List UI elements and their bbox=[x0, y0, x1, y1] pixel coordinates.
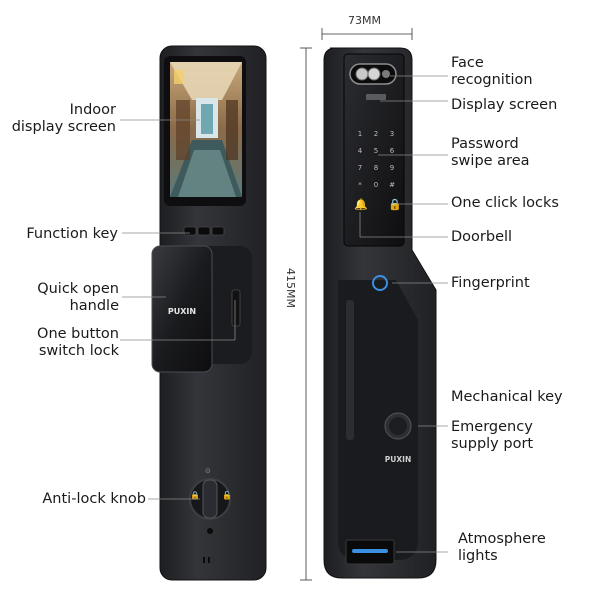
keypad-key: 6 bbox=[390, 147, 395, 155]
outdoor-unit: 1 2 3 4 5 6 7 8 9 * 0 # 🔔 🔒 PUXIN bbox=[323, 47, 437, 579]
brand-logo-handle: PUXIN bbox=[168, 307, 196, 316]
mechanical-key-cover bbox=[384, 412, 412, 440]
keypad-key: 3 bbox=[390, 130, 394, 138]
keypad-key: # bbox=[389, 181, 395, 189]
label-one-click-locks: One click locks bbox=[451, 195, 559, 211]
keypad-key: 8 bbox=[374, 164, 378, 172]
lock-icon: 🔒 bbox=[388, 198, 402, 211]
fingerprint-sensor bbox=[372, 275, 388, 291]
width-dimension: 73MM bbox=[348, 14, 381, 27]
atmosphere-lights bbox=[345, 539, 395, 565]
keypad-key: 7 bbox=[358, 164, 362, 172]
switch-lock-button bbox=[231, 289, 241, 327]
label-anti-lock-knob: Anti-lock knob bbox=[42, 491, 146, 507]
indoor-display-screen bbox=[170, 62, 242, 197]
height-dimension: 415MM bbox=[284, 268, 297, 308]
label-function-key: Function key bbox=[26, 226, 118, 242]
speaker-dots bbox=[203, 557, 210, 563]
front-glass-panel bbox=[343, 53, 405, 247]
svg-text:🔒: 🔒 bbox=[190, 491, 200, 500]
outdoor-display-screen bbox=[366, 94, 386, 100]
keypad-key: 9 bbox=[390, 164, 394, 172]
label-mechanical-key: Mechanical key bbox=[451, 389, 563, 405]
keypad-key: 1 bbox=[358, 130, 362, 138]
doorbell-icon: 🔔 bbox=[354, 198, 368, 211]
function-keys bbox=[183, 226, 225, 236]
brand-logo-outdoor: PUXIN bbox=[385, 455, 411, 464]
keypad-key: 2 bbox=[374, 130, 378, 138]
anti-lock-knob: 🔒 🔓 ⊙ bbox=[189, 467, 232, 534]
keypad-key: 5 bbox=[374, 147, 378, 155]
label-atmosphere-lights: Atmosphere lights bbox=[458, 531, 546, 564]
label-indoor-display: Indoor display screen bbox=[11, 102, 116, 135]
svg-text:🔓: 🔓 bbox=[222, 490, 232, 500]
svg-text:⊙: ⊙ bbox=[205, 467, 211, 475]
label-one-button-switch-lock: One button switch lock bbox=[37, 326, 119, 359]
keypad-key: 4 bbox=[358, 147, 363, 155]
leader-lines bbox=[120, 75, 448, 553]
indoor-unit: PUXIN 🔒 🔓 ⊙ bbox=[151, 45, 267, 581]
label-fingerprint: Fingerprint bbox=[451, 275, 530, 291]
label-emergency-supply-port: Emergency supply port bbox=[451, 419, 534, 452]
face-recognition-camera bbox=[349, 63, 397, 85]
label-doorbell: Doorbell bbox=[451, 229, 513, 245]
quick-open-handle: PUXIN bbox=[151, 245, 213, 373]
label-display-screen: Display screen bbox=[451, 97, 558, 113]
keypad-key: * bbox=[358, 181, 362, 189]
label-face-recognition: Face recognition bbox=[451, 55, 533, 88]
password-keypad: 1 2 3 4 5 6 7 8 9 * 0 # bbox=[358, 130, 395, 189]
dimension-lines bbox=[300, 28, 413, 581]
label-quick-open-handle: Quick open handle bbox=[37, 281, 119, 314]
keypad-key: 0 bbox=[374, 181, 378, 189]
label-password-swipe-area: Password swipe area bbox=[451, 136, 530, 169]
